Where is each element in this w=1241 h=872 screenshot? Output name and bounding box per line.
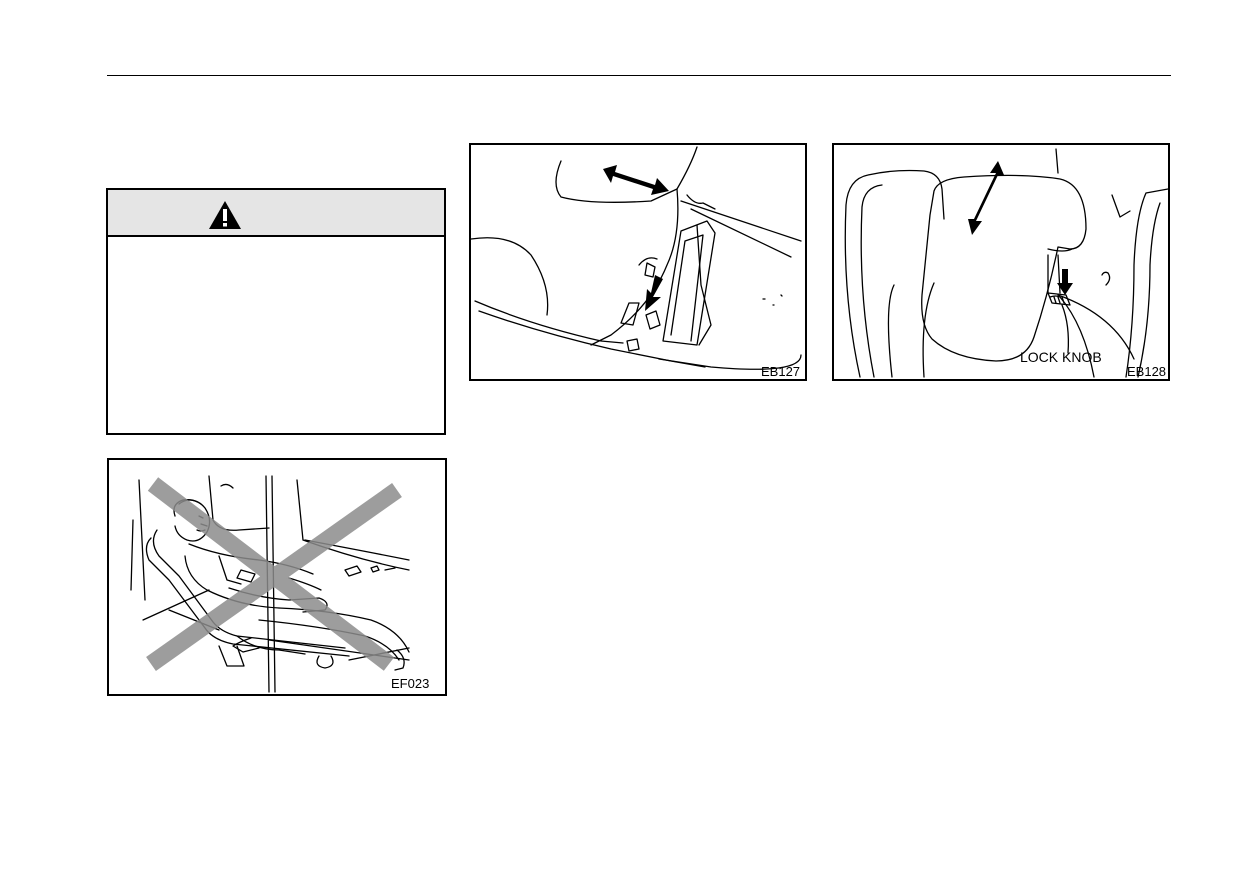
warning-header xyxy=(108,190,444,237)
lock-knob-callout: LOCK KNOB xyxy=(1020,349,1102,365)
prohibited-reclined-occupant-illustration xyxy=(130,475,410,693)
figure-eb127: EB127 xyxy=(469,143,807,381)
warning-triangle-icon xyxy=(209,201,241,229)
head-restraint-adjustment-illustration xyxy=(844,148,1168,378)
figure-code: EB128 xyxy=(1127,364,1167,379)
warning-box xyxy=(106,188,446,435)
figure-eb128: LOCK KNOB EB128 xyxy=(832,143,1170,381)
seat-slide-adjustment-illustration xyxy=(471,146,802,370)
figure-code: EB127 xyxy=(761,364,801,379)
figure-ef023: EF023 xyxy=(107,458,447,696)
header-rule xyxy=(107,75,1171,76)
warning-body xyxy=(108,237,444,433)
figure-code: EF023 xyxy=(391,676,430,691)
